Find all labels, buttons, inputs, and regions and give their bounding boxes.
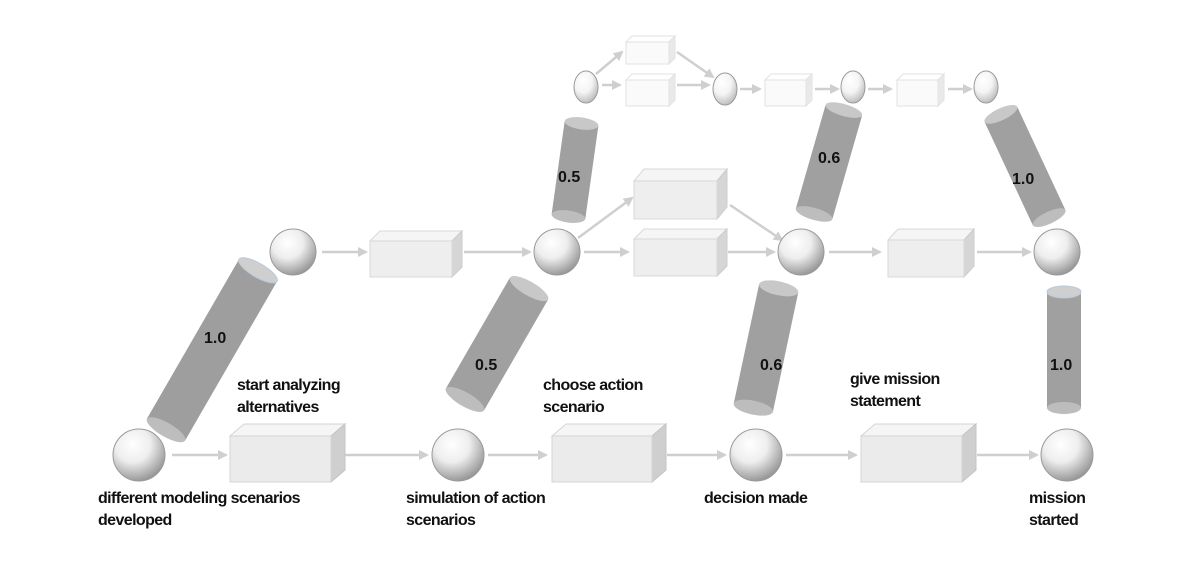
state-sphere bbox=[112, 428, 166, 482]
probability-cylinder bbox=[1046, 285, 1082, 414]
process-box bbox=[632, 227, 729, 278]
process-box bbox=[550, 422, 668, 484]
cylinder-value-label: 0.5 bbox=[558, 169, 580, 186]
state-sphere bbox=[973, 70, 999, 104]
state-sphere bbox=[269, 228, 317, 276]
cylinder-labels: 1.0 0.5 0.6 1.0 0.5 0.6 1.0 bbox=[204, 150, 1072, 374]
flow-arrow bbox=[577, 196, 634, 240]
cylinder-value-label: 0.6 bbox=[760, 357, 782, 374]
process-box bbox=[632, 167, 729, 221]
simulation-label: simulation of action scenarios bbox=[406, 490, 546, 529]
cylinder-value-label: 0.6 bbox=[818, 150, 840, 167]
flow-arrow bbox=[729, 203, 784, 242]
process-box bbox=[859, 422, 978, 484]
cylinder-value-label: 1.0 bbox=[1050, 357, 1072, 374]
state-spheres bbox=[112, 70, 1094, 482]
probability-cylinders bbox=[146, 102, 1082, 443]
process-box bbox=[895, 72, 946, 108]
probability-cylinder bbox=[445, 276, 549, 412]
probability-cylinder bbox=[146, 257, 278, 443]
start-analyzing-label: start analyzing alternatives bbox=[237, 377, 341, 416]
mission-started-label: mission started bbox=[1029, 490, 1086, 529]
process-box bbox=[368, 229, 464, 279]
state-sphere bbox=[1033, 228, 1081, 276]
flow-arrow bbox=[676, 50, 715, 79]
cylinder-value-label: 0.5 bbox=[475, 357, 497, 374]
process-box bbox=[624, 72, 677, 108]
give-mission-label: give mission statement bbox=[850, 371, 940, 410]
state-sphere bbox=[1040, 428, 1094, 482]
cylinder-value-label: 1.0 bbox=[1012, 171, 1034, 188]
process-boxes bbox=[228, 34, 978, 484]
probability-cylinder bbox=[984, 104, 1066, 228]
process-box bbox=[228, 422, 347, 484]
decision-made-label: decision made bbox=[704, 490, 808, 507]
state-sphere bbox=[729, 428, 783, 482]
state-sphere bbox=[533, 228, 581, 276]
state-sphere bbox=[712, 72, 738, 106]
process-box bbox=[763, 72, 814, 108]
cylinder-value-label: 1.0 bbox=[204, 330, 226, 347]
choose-action-label: choose action scenario bbox=[543, 377, 643, 416]
flow-arrow bbox=[595, 50, 624, 75]
state-sphere bbox=[840, 70, 866, 104]
process-box bbox=[886, 227, 976, 279]
state-sphere bbox=[431, 428, 485, 482]
probability-cylinder bbox=[551, 117, 599, 223]
probability-cylinder bbox=[733, 280, 799, 416]
probability-cylinder bbox=[795, 102, 863, 222]
different-modeling-label: different modeling scenarios developed bbox=[98, 490, 301, 529]
state-sphere bbox=[573, 70, 599, 104]
state-sphere bbox=[777, 228, 825, 276]
process-box bbox=[624, 34, 677, 66]
flow-arrows bbox=[172, 50, 1039, 460]
